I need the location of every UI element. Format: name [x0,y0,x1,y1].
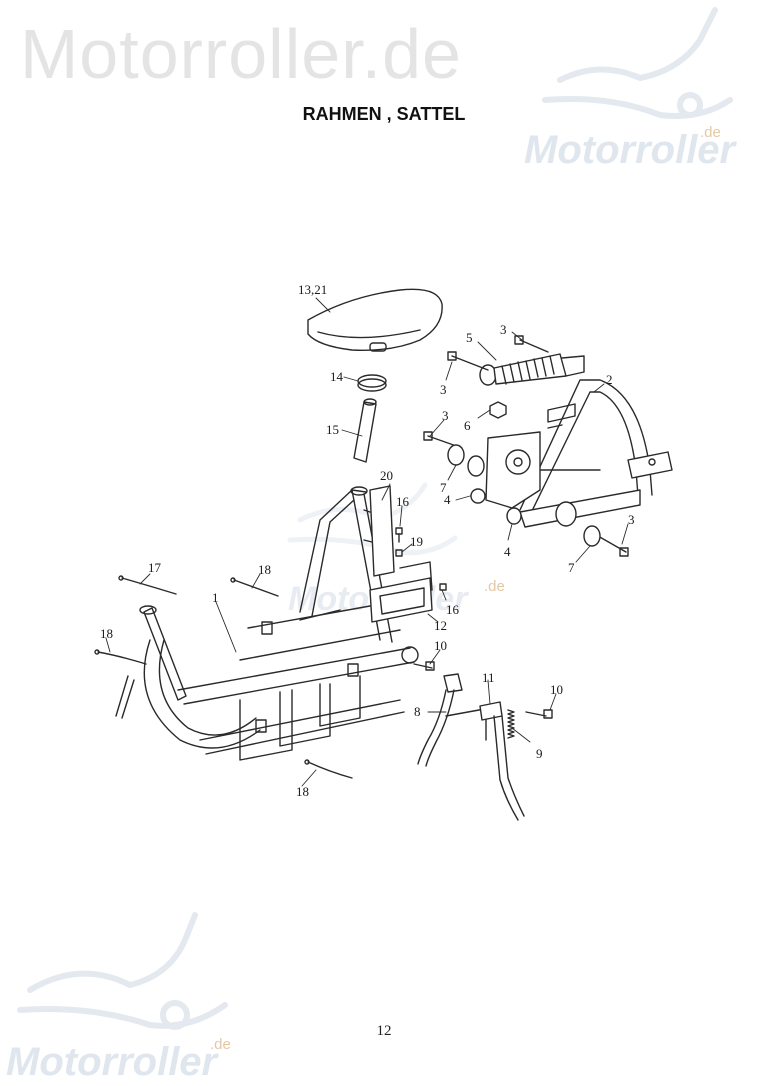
callout-10: 10 [550,682,563,697]
callout-19: 19 [410,534,423,549]
stand-spring [507,709,515,739]
callout-9: 9 [536,746,543,761]
seat [307,288,443,352]
callout-20: 20 [380,468,393,483]
callout-3: 3 [628,512,635,527]
bolt [413,661,435,671]
callout-7: 7 [440,480,447,495]
bolt [439,583,447,591]
bolt [447,351,489,371]
bolt [597,535,629,557]
bushing [447,444,485,477]
side-stand [417,673,491,767]
center-stand [479,701,525,821]
callout-18: 18 [258,562,271,577]
rear-swing-arm [519,379,673,528]
seat-clamp [357,374,387,392]
callout-15: 15 [326,422,339,437]
callout-18: 18 [100,626,113,641]
callout-3: 3 [442,408,449,423]
bolt [395,549,403,557]
watermark-suffix-bottom-left: .de [210,1036,231,1053]
mount-bracket [363,485,395,577]
engine-mount-plate [485,431,541,509]
bolt [514,335,549,353]
callout-11: 11 [482,670,495,685]
cable-tie [230,577,279,597]
bushing [555,501,601,547]
scooter-watermark-icon [542,7,733,119]
callout-4: 4 [504,544,511,559]
callout-18: 18 [296,784,309,799]
callout-14: 14 [330,369,344,384]
callout-17: 17 [148,560,162,575]
watermark-brand-top-right: Motorroller [524,128,736,172]
callout-12: 12 [434,618,447,633]
callout-16: 16 [446,602,460,617]
callout-labels: 13,21 14 15 5 3 3 3 3 2 6 7 7 4 4 20 16 … [100,282,635,799]
bolt [525,709,553,719]
callout-7: 7 [568,560,575,575]
callout-3: 3 [440,382,447,397]
cable-tie [304,759,353,779]
nut [489,401,507,419]
page-number: 12 [376,1023,392,1039]
callout-6: 6 [464,418,471,433]
cable-tie [94,649,147,665]
callout-1: 1 [212,590,219,605]
bolt [395,527,403,543]
callout-13-21: 13,21 [298,282,327,297]
seat-post [353,398,377,463]
watermark-brand-bottom-left: Motorroller [6,1040,218,1084]
watermark-suffix-top-right: .de [700,124,721,141]
callout-leader-lines [105,297,629,787]
callout-5: 5 [466,330,473,345]
shock-absorber [479,353,585,386]
watermark-suffix-center: .de [484,578,505,595]
cable-tie [118,575,177,595]
callout-3: 3 [500,322,507,337]
nut [470,488,486,504]
callout-4: 4 [444,492,451,507]
callout-8: 8 [414,704,421,719]
watermark-site-text: Motorroller.de [20,15,462,93]
callout-10: 10 [434,638,447,653]
callout-16: 16 [396,494,410,509]
main-frame [115,486,419,761]
callout-2: 2 [606,372,613,387]
battery-bracket [369,561,433,623]
nut [506,507,522,525]
page-title: RAHMEN , SATTEL [302,104,466,124]
scooter-watermark-icon [17,912,228,1030]
